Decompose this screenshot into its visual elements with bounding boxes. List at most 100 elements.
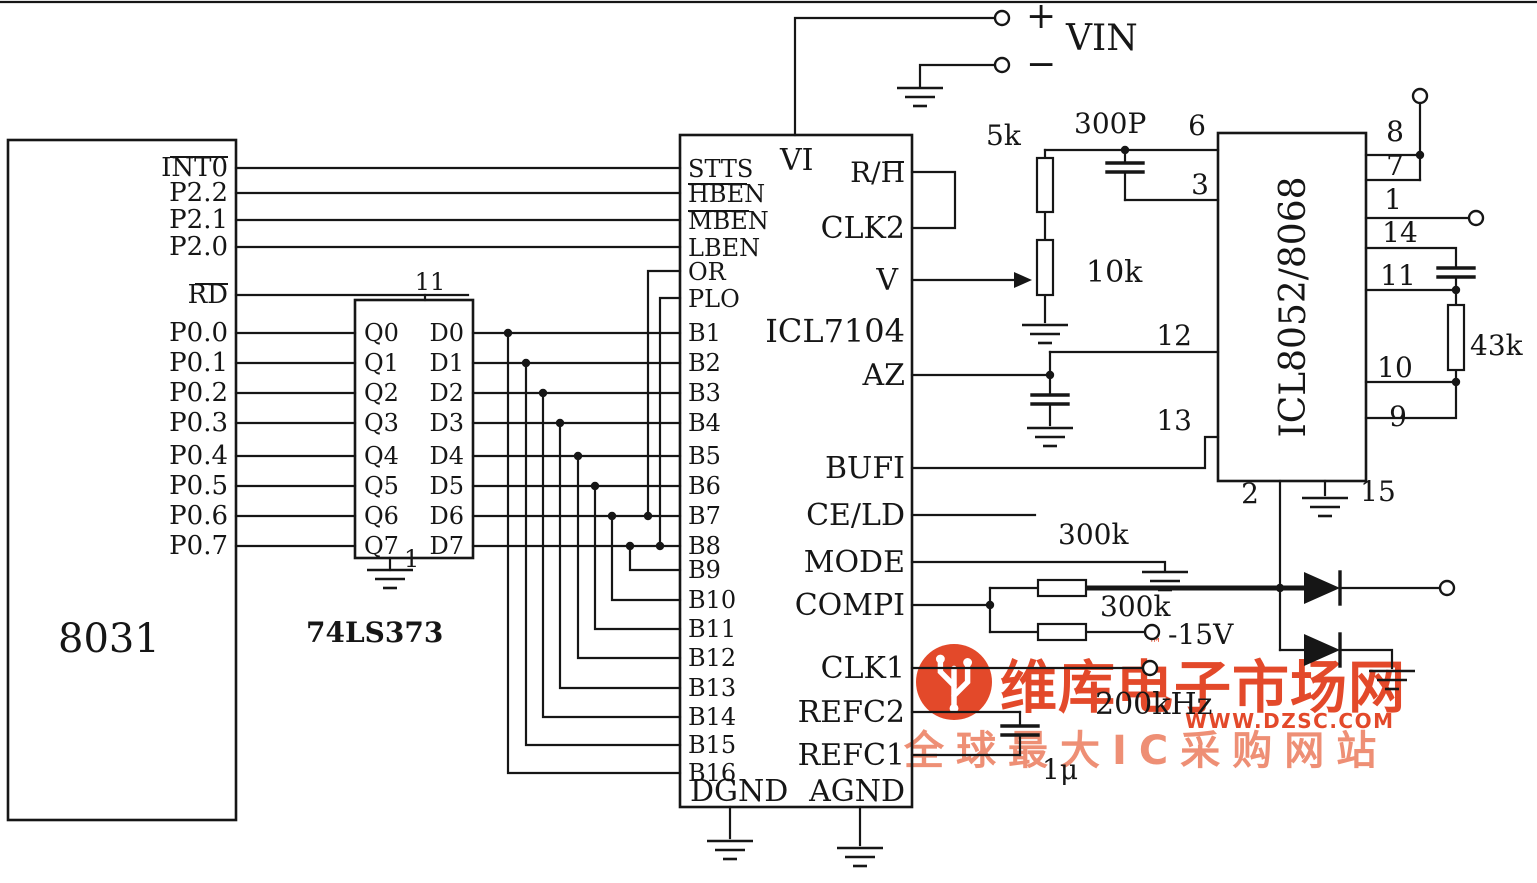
ref-pin-1: 1 [1384, 183, 1402, 216]
adc-pin-b16: B16 [688, 759, 736, 787]
adc-pin-mben: MBEN [688, 207, 769, 235]
adc-pin-or: OR [688, 258, 727, 286]
mcu-pin-int0: INT0 [161, 153, 228, 183]
mcu-pin-p00: P0.0 [169, 318, 228, 348]
adc-pin-clk2: CLK2 [821, 211, 905, 246]
ref-pin-8: 8 [1386, 115, 1404, 148]
resistor-300k-top-label: 300k [1058, 518, 1129, 551]
dzsc-logo-icon [916, 644, 992, 720]
mcu-pin-p22: P2.2 [169, 178, 228, 208]
active-low-bars [170, 156, 904, 285]
wires [0, 0, 1537, 847]
adc-pin-b15: B15 [688, 731, 736, 759]
latch-q1: Q1 [364, 349, 399, 377]
mcu-pin-p06: P0.6 [169, 501, 228, 531]
mcu-pin-p07: P0.7 [169, 531, 228, 561]
adc-pin-dgnd: DGND [690, 774, 788, 809]
vin-plus-label: + [1026, 0, 1056, 37]
ref-pin-6: 6 [1188, 109, 1206, 142]
terminals [993, 9, 1485, 677]
adc-pin-b9: B9 [688, 556, 721, 584]
clk-freq-label: 200kHz [1095, 687, 1212, 722]
adc-pin-b14: B14 [688, 703, 736, 731]
neg15v-label: -15V [1168, 618, 1234, 651]
latch-q7: Q7 [364, 532, 399, 560]
mcu-pin-p04: P0.4 [169, 441, 228, 471]
neg15v-terminal [1143, 623, 1161, 641]
resistor-5k-label: 5k [986, 119, 1022, 152]
latch-d3: D3 [429, 409, 464, 437]
mcu-pin-p01: P0.1 [169, 348, 228, 378]
adc-pin-rh: R/H [850, 156, 905, 189]
mcu-pin-rd: RD [188, 280, 228, 310]
cap-1u-label: 1μ [1042, 753, 1078, 786]
adc-icl7104-body [678, 133, 914, 809]
ref-ic-name: ICL8052/8068 [1273, 176, 1314, 437]
vin-minus-label: − [1026, 44, 1056, 85]
ref-pin-3: 3 [1191, 168, 1209, 201]
adc-pin-bufi: BUFI [825, 451, 905, 486]
circuit-tree-icon [935, 654, 973, 713]
latch-q3: Q3 [364, 409, 399, 437]
resistor-10k-label: 10k [1086, 255, 1143, 290]
vin-minus-terminal [993, 56, 1011, 74]
adc-pin-b5: B5 [688, 442, 721, 470]
latch-74ls373-body [353, 298, 475, 560]
latch-q5: Q5 [364, 472, 399, 500]
latch-q0: Q0 [364, 319, 399, 347]
mcu-8031-body [6, 138, 238, 822]
cap-300p-label: 300P [1074, 107, 1146, 140]
vin-label: VIN [1065, 18, 1138, 59]
mcu-pin-p02: P0.2 [169, 378, 228, 408]
ref-pin-13: 13 [1156, 404, 1192, 437]
labels: 8031 INT0 P2.2 P2.1 P2.0 RD P0.0 P0.1 P0… [58, 0, 1524, 809]
adc-pin-refc1: REFC1 [798, 738, 905, 773]
pin8-terminal [1411, 87, 1429, 105]
ref-pin-10: 10 [1377, 351, 1413, 384]
junction-dots [503, 145, 1461, 610]
wiper-arrow-icon [1014, 272, 1032, 288]
adc-pin-stts: STTS [688, 155, 753, 183]
resistor-300k-bottom [1036, 622, 1088, 642]
ref-pin-2: 2 [1241, 477, 1259, 510]
latch-name: 74LS373 [306, 616, 443, 649]
adc-pin-refc2: REFC2 [798, 695, 905, 730]
latch-d2: D2 [429, 379, 464, 407]
adc-pin-b1: B1 [688, 319, 721, 347]
watermark-brand: 维库电子市场网 [1000, 655, 1406, 721]
adc-pin-b4: B4 [688, 409, 721, 437]
latch-d0: D0 [429, 319, 464, 347]
ref-pin-9: 9 [1389, 400, 1407, 433]
adc-pin-vi: VI [779, 143, 814, 178]
mcu-pin-p21: P2.1 [169, 205, 228, 235]
resistor-300k-top [1036, 578, 1088, 598]
adc-pin-b6: B6 [688, 472, 721, 500]
adc-pin-b2: B2 [688, 349, 721, 377]
mcu-pin-p20: P2.0 [169, 232, 228, 262]
mcu-pin-p03: P0.3 [169, 408, 228, 438]
latch-pin1: 1 [404, 545, 419, 573]
adc-pin-mode: MODE [804, 545, 905, 580]
ref-pin-11: 11 [1380, 259, 1416, 292]
ref-pin-7: 7 [1386, 149, 1404, 182]
adc-pin-lben: LBEN [688, 234, 760, 262]
resistor-43k-label: 43k [1470, 329, 1524, 362]
adc-name: ICL7104 [765, 312, 905, 350]
resistor-10k [1035, 238, 1055, 297]
adc-pin-b7: B7 [688, 502, 721, 530]
adc-pin-b3: B3 [688, 379, 721, 407]
diodes [1014, 272, 1340, 666]
ref-pin-14: 14 [1382, 216, 1418, 249]
adc-pin-b13: B13 [688, 674, 736, 702]
watermark-slogan: 全球最大IC采购网站 [904, 728, 1389, 774]
adc-pin-b11: B11 [688, 615, 736, 643]
ref-icl8052-body [1216, 131, 1368, 483]
diode-icon [1304, 572, 1340, 604]
latch-d6: D6 [429, 502, 464, 530]
latch-d7: D7 [429, 532, 464, 560]
adc-pin-v: V [875, 263, 899, 298]
resistor-5k [1035, 156, 1055, 214]
